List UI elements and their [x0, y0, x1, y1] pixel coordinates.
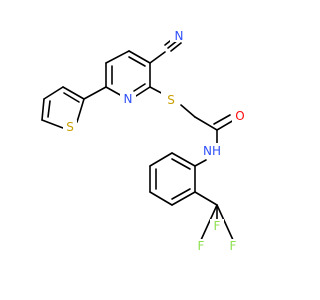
bond-ph-6-inner: [171, 158, 191, 170]
bond-th-3: [41, 98, 45, 121]
bond-py-c3-c4: [128, 50, 151, 64]
bond-co-o-double: [213, 114, 231, 125]
bond-s-ch2: [180, 104, 196, 118]
bond-ph-3: [149, 191, 173, 206]
atom-f-top: F: [214, 219, 221, 233]
bond-py-thiophene: [83, 86, 107, 100]
bond-py-n1-c2-inner: [133, 83, 146, 92]
bond-nh-aryl: [194, 159, 207, 167]
bond-py-c6-n1: [105, 86, 123, 97]
atom-pyridine-n: N: [124, 92, 133, 106]
bond-th-5-inner: [63, 92, 80, 103]
bond-py-c3-c4-inner: [128, 56, 146, 67]
bond-ph-5: [149, 152, 173, 167]
bond-th-1: [76, 98, 85, 123]
bond-py-n1-c2: [135, 86, 151, 97]
bond-cf3-f-left: [200, 204, 218, 241]
bond-py-c4-c5: [105, 50, 130, 64]
bond-th-3-inner: [47, 100, 51, 118]
atom-nitrile-n: N: [175, 29, 184, 43]
bond-th-5: [62, 86, 85, 100]
bond-c3-cn: [149, 51, 166, 64]
bond-th-4: [43, 86, 64, 100]
molecule-structure-diagram: N S O N S NH F F F: [41, 28, 248, 253]
bond-th-2: [41, 119, 64, 129]
bonds: [41, 36, 235, 241]
bond-ch2-co: [194, 116, 218, 131]
bond-ph-6: [171, 152, 196, 167]
atom-amide-nh: NH: [203, 144, 221, 158]
bond-ph-cf3: [194, 191, 218, 206]
atom-labels: N S O N S NH F F F: [63, 28, 248, 253]
atom-thioether-s: S: [167, 93, 175, 107]
molecule-canvas: N S O N S NH F F F: [41, 28, 248, 253]
bond-ph-2-inner: [171, 188, 191, 200]
bond-ph-2: [171, 191, 196, 206]
atom-carbonyl-o: O: [235, 109, 244, 123]
atom-thiophene-s: S: [66, 120, 74, 134]
atom-f-right: F: [230, 239, 237, 253]
bond-cn-triple-2: [170, 42, 182, 52]
bond-co-o: [216, 119, 235, 131]
atom-f-left: F: [198, 239, 205, 253]
bond-cf3-f-right: [216, 204, 234, 241]
